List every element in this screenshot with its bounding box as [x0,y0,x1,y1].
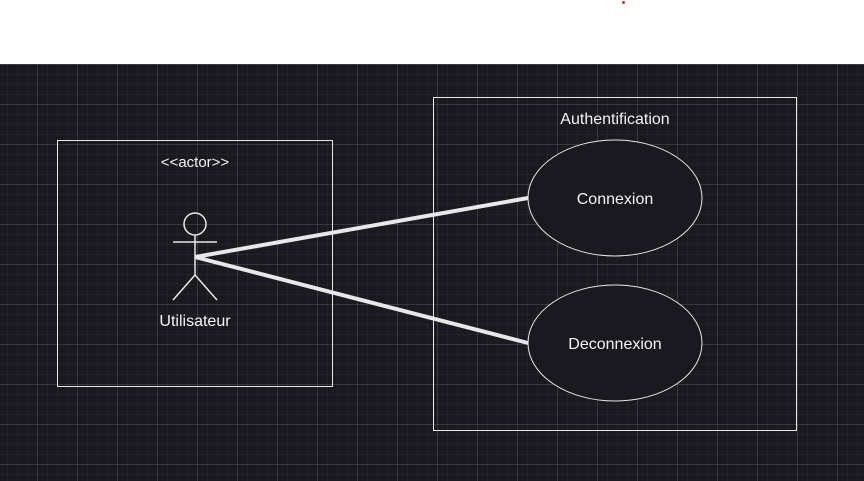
system-boundary-title: Authentification [560,111,669,128]
use-case-deconnexion-ellipse [527,284,703,402]
use-case-connexion-label: Connexion [577,191,654,208]
actor-head [183,212,207,236]
use-case-deconnexion-label: Deconnexion [568,336,661,353]
top-toolbar-area [0,0,864,64]
red-marker-dot [622,1,625,4]
system-boundary[interactable]: Authentification [433,97,797,431]
actor-stereotype-label: <<actor>> [161,154,230,171]
actor-name-label: Utilisateur [159,313,231,330]
diagram-canvas[interactable] [0,64,864,481]
association-deconnexion[interactable] [194,255,529,345]
actor-stick-figure-icon[interactable] [172,212,218,301]
use-case-deconnexion[interactable]: Deconnexion [527,284,703,402]
actor-left-leg [172,274,196,301]
use-case-connexion[interactable]: Connexion [527,139,703,257]
actor-box-frame [57,140,333,387]
system-boundary-frame [433,97,797,431]
use-case-connexion-ellipse [527,139,703,257]
actor-right-leg [194,274,218,301]
actor-box[interactable]: <<actor>> [57,140,333,387]
association-connexion[interactable] [194,196,529,259]
